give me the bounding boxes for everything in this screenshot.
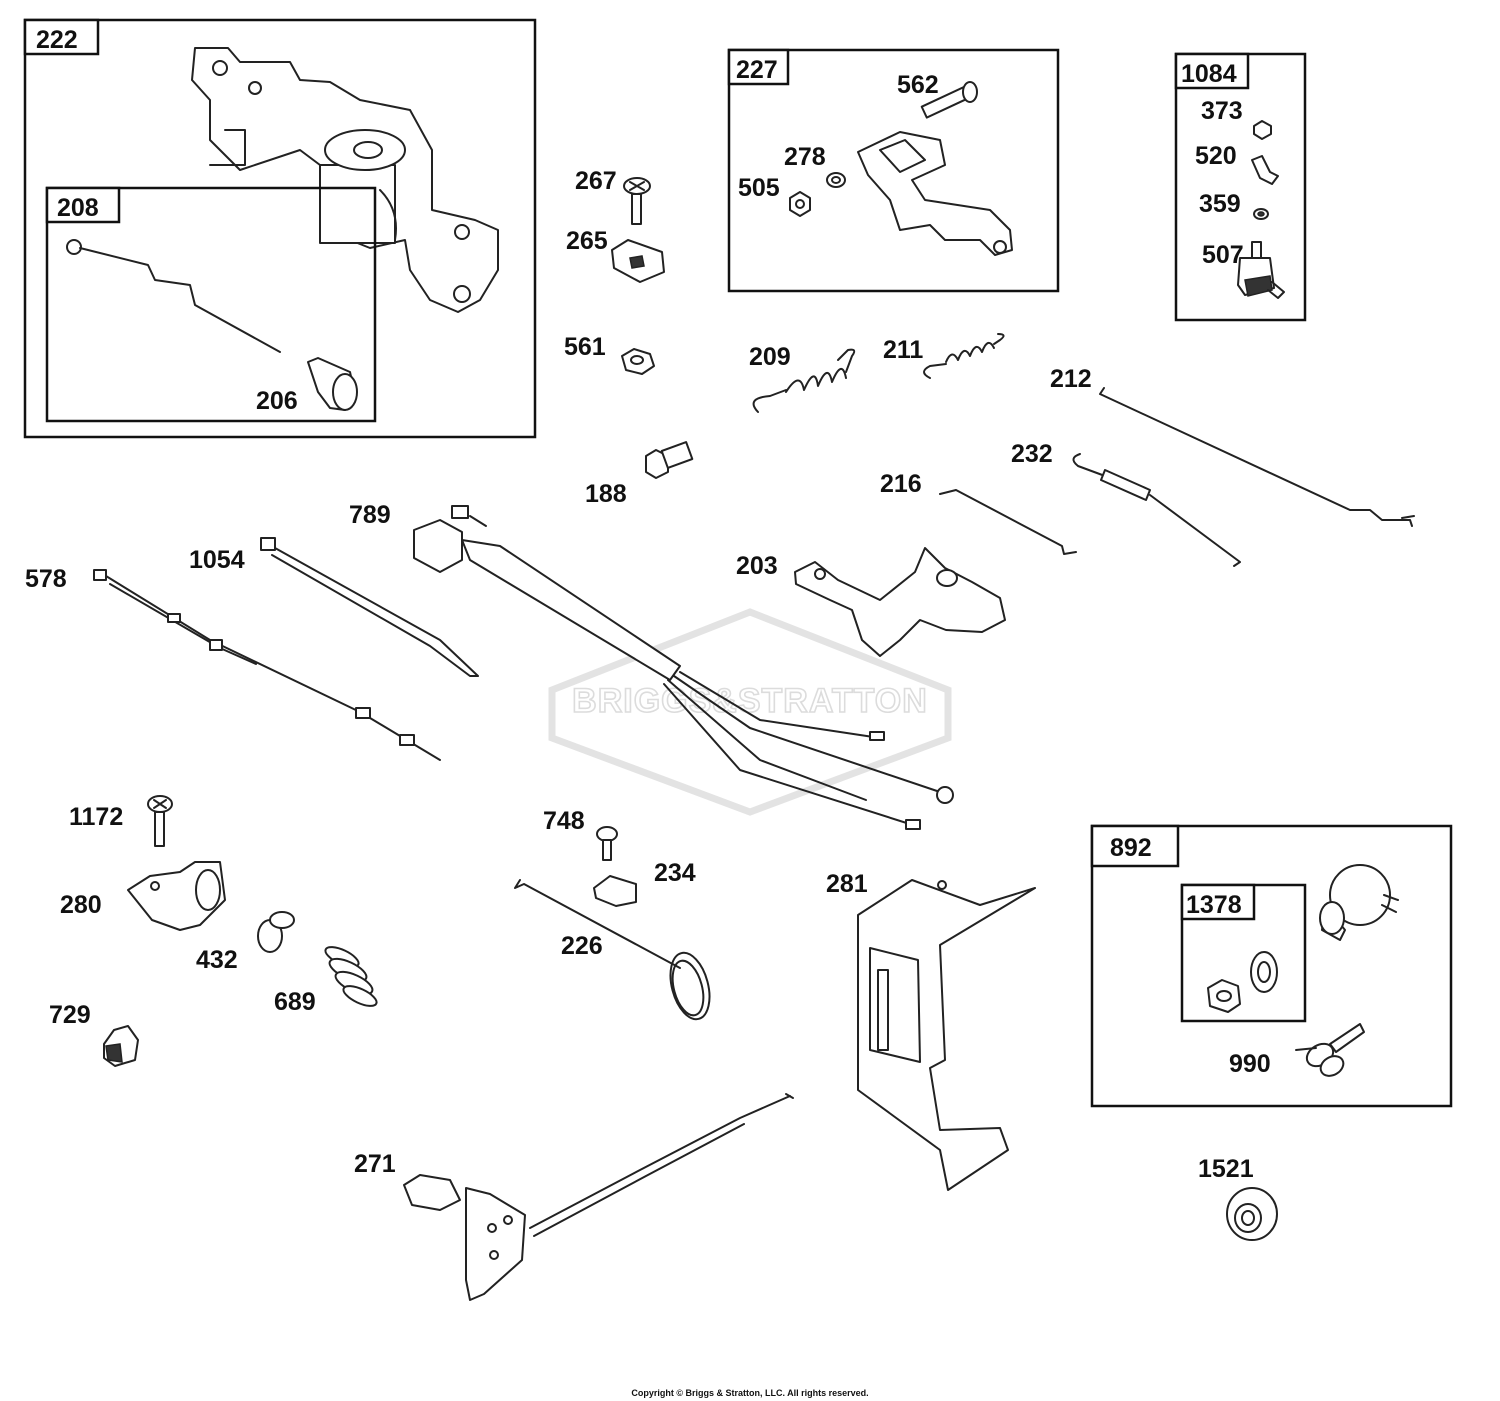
panel-281-drawing[interactable] — [857, 879, 1036, 1191]
lockwasher-1378-drawing[interactable] — [1250, 951, 1278, 993]
part-234-label[interactable]: 234 — [654, 859, 696, 887]
harness-789-drawing[interactable] — [413, 505, 954, 830]
part-359-label[interactable]: 359 — [1199, 190, 1241, 218]
clip-265-drawing[interactable] — [611, 239, 665, 283]
control-bracket-drawing[interactable] — [191, 47, 499, 313]
screw-748-drawing[interactable] — [596, 826, 618, 861]
part-748-label[interactable]: 748 — [543, 807, 585, 835]
part-203-label[interactable]: 203 — [736, 552, 778, 580]
clip-234-drawing[interactable] — [593, 875, 637, 907]
brand-watermark: BRIGGS&STRATTON — [548, 608, 952, 816]
kit-892-tag: 892 — [1110, 834, 1152, 862]
rod-226-drawing[interactable] — [514, 879, 716, 1024]
part-729-label[interactable]: 729 — [49, 1001, 91, 1029]
spring-209-drawing[interactable] — [752, 348, 856, 413]
part-281-label[interactable]: 281 — [826, 870, 868, 898]
knob-drawing[interactable] — [307, 357, 358, 411]
part-432-label[interactable]: 432 — [196, 946, 238, 974]
kit-1378-tag: 1378 — [1186, 891, 1242, 919]
part-226-label[interactable]: 226 — [561, 932, 603, 960]
part-278-label[interactable]: 278 — [784, 143, 826, 171]
part-232-label[interactable]: 232 — [1011, 440, 1053, 468]
copyright-notice: Copyright © Briggs & Stratton, LLC. All … — [631, 1388, 868, 1398]
nut-561-drawing[interactable] — [621, 348, 655, 375]
tie-1054-drawing[interactable] — [260, 537, 479, 677]
part-271-label[interactable]: 271 — [354, 1150, 396, 1178]
screw-267-drawing[interactable] — [623, 177, 651, 225]
part-1054-label[interactable]: 1054 — [189, 546, 245, 574]
part-216-label[interactable]: 216 — [880, 470, 922, 498]
pin-562-drawing[interactable] — [920, 81, 978, 119]
clip-729-drawing[interactable] — [103, 1025, 139, 1067]
part-1172-label[interactable]: 1172 — [69, 803, 123, 831]
part-265-label[interactable]: 265 — [566, 227, 608, 255]
part-789-label[interactable]: 789 — [349, 501, 391, 529]
part-206-label[interactable]: 206 — [256, 387, 298, 415]
fitting-188-drawing[interactable] — [645, 441, 694, 479]
part-562-label[interactable]: 562 — [897, 71, 939, 99]
part-373-label[interactable]: 373 — [1201, 97, 1243, 125]
link-216-drawing[interactable] — [939, 489, 1077, 555]
rod-212-drawing[interactable] — [1099, 387, 1415, 527]
part-578-label[interactable]: 578 — [25, 565, 67, 593]
part-990-label[interactable]: 990 — [1229, 1050, 1271, 1078]
part-211-label[interactable]: 211 — [883, 336, 923, 364]
nut-373-drawing[interactable] — [1253, 120, 1272, 140]
spring-211-drawing[interactable] — [923, 333, 1005, 379]
spring-689-drawing[interactable] — [323, 943, 380, 1010]
nut-505-drawing[interactable] — [789, 191, 811, 217]
bushing-432-drawing[interactable] — [257, 911, 295, 953]
part-267-label[interactable]: 267 — [575, 167, 617, 195]
kit-1378-box[interactable]: 1378 — [1180, 883, 1307, 1023]
part-507-label[interactable]: 507 — [1202, 241, 1244, 269]
kit-208-box[interactable]: 208 — [45, 186, 377, 423]
keys-990-drawing[interactable] — [1295, 1023, 1365, 1080]
part-561-label[interactable]: 561 — [564, 333, 606, 361]
plug-1521-drawing[interactable] — [1226, 1187, 1278, 1241]
part-505-label[interactable]: 505 — [738, 174, 780, 202]
control-271-drawing[interactable] — [403, 1093, 794, 1301]
spring-232-drawing[interactable] — [1072, 453, 1241, 567]
kit-1084-tag: 1084 — [1181, 60, 1237, 88]
part-209-label[interactable]: 209 — [749, 343, 791, 371]
wire-578-drawing[interactable] — [93, 569, 441, 761]
part-1521-label[interactable]: 1521 — [1198, 1155, 1254, 1183]
nut-1378-drawing[interactable] — [1207, 979, 1241, 1013]
part-689-label[interactable]: 689 — [274, 988, 316, 1016]
kit-222-tag: 222 — [36, 26, 78, 54]
kit-227-box[interactable]: 227 — [727, 48, 1060, 293]
kit-227-tag: 227 — [736, 56, 778, 84]
kit-1084-box[interactable]: 1084 — [1174, 52, 1307, 322]
choke-link-drawing[interactable] — [66, 239, 281, 353]
kit-892-box[interactable]: 892 — [1090, 824, 1453, 1108]
screw-1172-drawing[interactable] — [147, 795, 173, 847]
part-280-label[interactable]: 280 — [60, 891, 102, 919]
bracket-280-drawing[interactable] — [127, 861, 226, 931]
part-212-label[interactable]: 212 — [1050, 365, 1092, 393]
kit-222-box[interactable]: 222 — [23, 18, 537, 439]
kit-208-tag: 208 — [57, 194, 99, 222]
lever-227-drawing[interactable] — [857, 131, 1013, 256]
part-520-label[interactable]: 520 — [1195, 142, 1237, 170]
ignition-switch-drawing[interactable] — [1319, 864, 1399, 941]
lockwasher-359-drawing[interactable] — [1253, 208, 1269, 220]
bracket-203-drawing[interactable] — [794, 547, 1006, 657]
washer-278-drawing[interactable] — [826, 172, 846, 188]
terminal-520-drawing[interactable] — [1251, 155, 1279, 185]
part-188-label[interactable]: 188 — [585, 480, 627, 508]
switch-507-drawing[interactable] — [1237, 241, 1285, 299]
